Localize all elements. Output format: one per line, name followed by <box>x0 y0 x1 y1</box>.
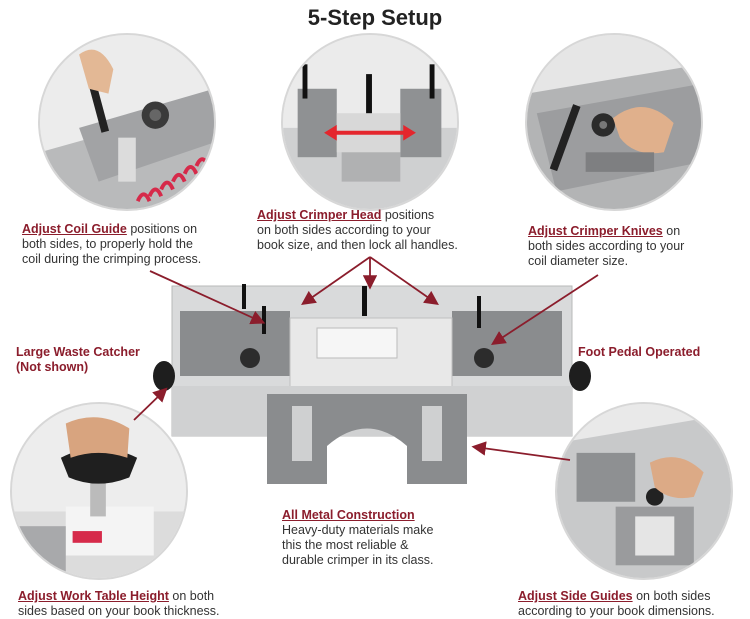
side-guides-heading: Adjust Side Guides <box>518 589 633 603</box>
foot-pedal-line-1: Foot Pedal Operated <box>578 345 701 359</box>
callout-metal-construction: All Metal Construction Heavy-duty materi… <box>282 508 482 568</box>
crimper-head-line-1: positions <box>381 208 435 222</box>
crimper-machine <box>153 284 591 484</box>
callout-side-guides: Adjust Side Guides on both sides accordi… <box>518 589 746 619</box>
crimper-knives-line-2: both sides according to your <box>528 239 685 253</box>
crimper-head-heading: Adjust Crimper Head <box>257 208 382 222</box>
crimper-head-illustration <box>283 35 457 209</box>
callout-waste-catcher: Large Waste Catcher (Not shown) <box>16 345 176 375</box>
coil-guide-line-2: both sides, to properly hold the <box>22 237 193 251</box>
crimper-head-line-3: book size, and then lock all handles. <box>257 238 458 252</box>
callout-crimper-knives: Adjust Crimper Knives on both sides acco… <box>528 224 738 269</box>
callout-coil-guide: Adjust Coil Guide positions on both side… <box>22 222 252 267</box>
side-guides-illustration <box>557 404 731 578</box>
callout-work-table: Adjust Work Table Height on both sides b… <box>18 589 258 619</box>
crimper-head-photo <box>281 33 459 211</box>
crimper-head-line-2: on both sides according to your <box>257 223 431 237</box>
metal-construction-line-1: Heavy-duty materials make <box>282 523 434 537</box>
callout-foot-pedal: Foot Pedal Operated <box>578 345 738 360</box>
coil-guide-heading: Adjust Coil Guide <box>22 222 127 236</box>
coil-guide-illustration <box>40 35 214 209</box>
callout-crimper-head: Adjust Crimper Head positions on both si… <box>257 208 507 253</box>
metal-construction-heading: All Metal Construction <box>282 508 415 522</box>
crimper-knives-photo <box>525 33 703 211</box>
side-guides-photo <box>555 402 733 580</box>
side-guides-line-1: on both sides <box>632 589 711 603</box>
work-table-line-1: on both <box>168 589 215 603</box>
coil-guide-photo <box>38 33 216 211</box>
work-table-knob-photo <box>10 402 188 580</box>
waste-catcher-line-2: (Not shown) <box>16 360 89 374</box>
metal-construction-line-2: this the most reliable & <box>282 538 409 552</box>
side-guides-line-2: according to your book dimensions. <box>518 604 715 618</box>
waste-catcher-line-1: Large Waste Catcher <box>16 345 140 359</box>
work-table-line-2: sides based on your book thickness. <box>18 604 220 618</box>
crimper-knives-line-3: coil diameter size. <box>528 254 629 268</box>
metal-construction-line-3: durable crimper in its class. <box>282 553 434 567</box>
crimper-knives-line-1: on <box>662 224 681 238</box>
page-title: 5-Step Setup <box>307 5 443 30</box>
coil-guide-line-3: coil during the crimping process. <box>22 252 202 266</box>
coil-guide-line-1: positions on <box>126 222 198 236</box>
work-table-heading: Adjust Work Table Height <box>18 589 169 603</box>
crimper-knives-heading: Adjust Crimper Knives <box>528 224 663 238</box>
crimper-knives-illustration <box>527 35 701 209</box>
